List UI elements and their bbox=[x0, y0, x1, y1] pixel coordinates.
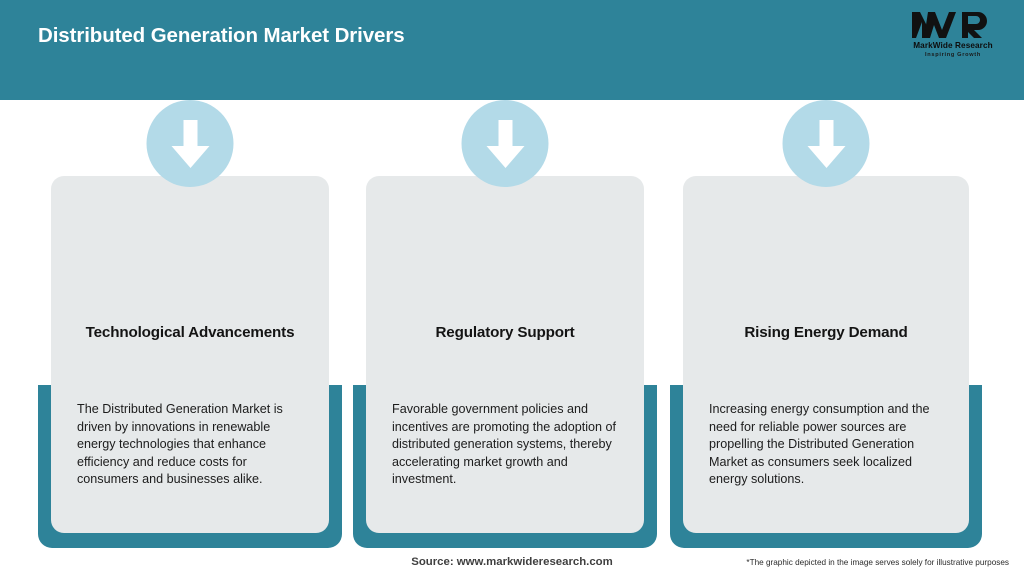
logo-company-name: MarkWide Research bbox=[913, 41, 993, 50]
card-surface: Regulatory Support Favorable government … bbox=[366, 176, 644, 533]
card-title: Technological Advancements bbox=[85, 324, 295, 341]
logo-tagline: Inspiring Growth bbox=[925, 52, 981, 58]
driver-card-2[interactable]: Regulatory Support Favorable government … bbox=[353, 100, 657, 555]
page-header: Distributed Generation Market Drivers Ma… bbox=[0, 0, 1024, 100]
arrow-down-icon bbox=[461, 100, 549, 187]
logo-mwr-mark bbox=[912, 12, 987, 38]
arrow-down-icon bbox=[146, 100, 234, 187]
card-description: Favorable government policies and incent… bbox=[392, 402, 617, 487]
card-surface: Rising Energy Demand Increasing energy c… bbox=[683, 176, 969, 533]
brand-logo: MarkWide Research Inspiring Growth bbox=[900, 8, 1006, 62]
driver-cards-container: Technological Advancements The Distribut… bbox=[0, 100, 1024, 555]
card-description: Increasing energy consumption and the ne… bbox=[709, 402, 930, 487]
disclaimer-note: *The graphic depicted in the image serve… bbox=[746, 558, 1009, 567]
page-title: Distributed Generation Market Drivers bbox=[38, 24, 405, 47]
arrow-down-icon bbox=[782, 100, 870, 187]
driver-card-1[interactable]: Technological Advancements The Distribut… bbox=[38, 100, 342, 555]
card-description: The Distributed Generation Market is dri… bbox=[77, 402, 283, 487]
card-title: Rising Energy Demand bbox=[744, 324, 908, 341]
card-surface: Technological Advancements The Distribut… bbox=[51, 176, 329, 533]
driver-card-3[interactable]: Rising Energy Demand Increasing energy c… bbox=[670, 100, 982, 555]
source-label: Source: www.markwideresearch.com bbox=[411, 556, 613, 568]
card-title: Regulatory Support bbox=[435, 324, 575, 341]
